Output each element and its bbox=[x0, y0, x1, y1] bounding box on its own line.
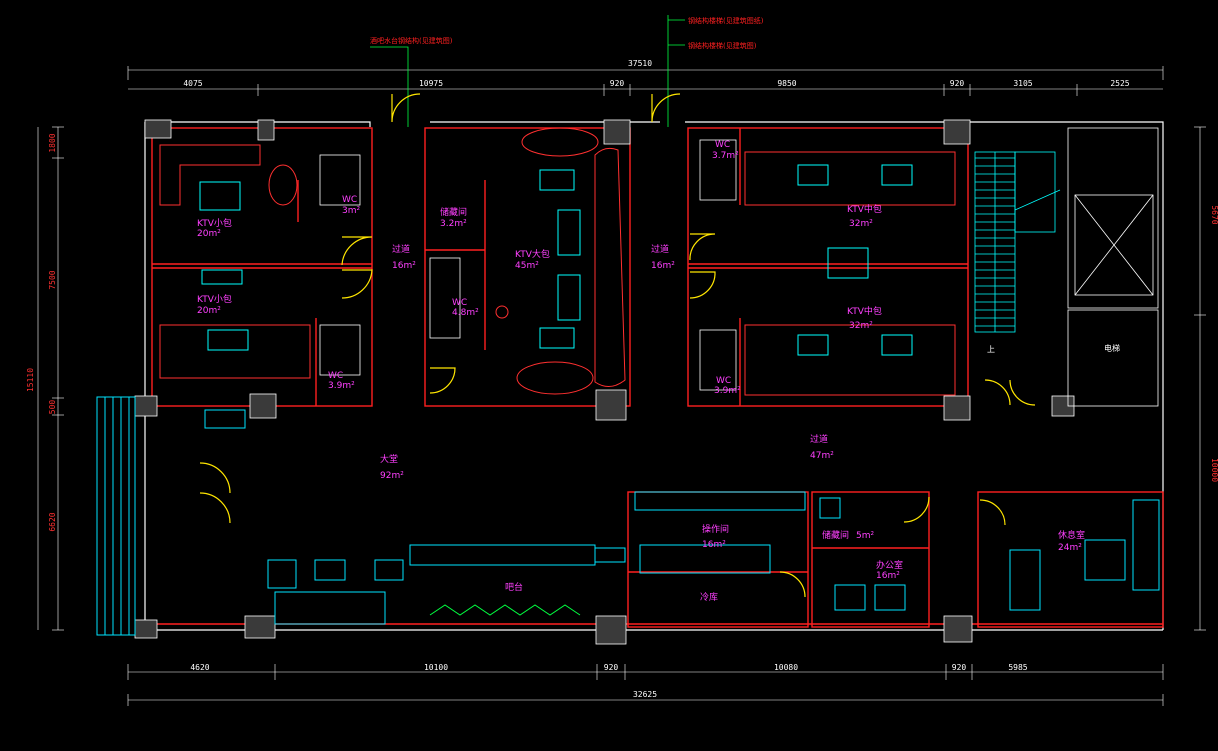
room-ktv-small-1: KTV小包 bbox=[197, 217, 232, 229]
room-ktv-small-2-area: 20m² bbox=[197, 306, 221, 316]
room-wc2-area: 3.9m² bbox=[328, 381, 355, 391]
structural-columns bbox=[134, 119, 1075, 645]
dim-left-total: 15110 bbox=[26, 368, 35, 392]
dim-left-4: 6620 bbox=[48, 512, 57, 531]
room-kitchen-area: 16m² bbox=[702, 540, 726, 550]
room-bar: 吧台 bbox=[505, 581, 523, 593]
room-corridor-1-area: 16m² bbox=[392, 261, 416, 271]
note-right-2: 钢结构楼梯(见建筑图) bbox=[688, 41, 757, 50]
note-right-1: 钢结构楼梯(见建筑图纸) bbox=[688, 16, 764, 25]
room-corridor-2-area: 16m² bbox=[651, 261, 675, 271]
room-lounge: 休息室 bbox=[1058, 529, 1085, 541]
dim-top-7: 2525 bbox=[1110, 79, 1129, 88]
dim-bottom-1: 4620 bbox=[190, 663, 209, 672]
room-kitchen: 操作间 bbox=[702, 523, 729, 535]
door-swings bbox=[199, 93, 1036, 598]
dim-top-4: 9850 bbox=[777, 79, 796, 88]
room-elevator: 电梯 bbox=[1104, 343, 1120, 353]
dim-bottom-2: 10100 bbox=[424, 663, 448, 672]
stair bbox=[974, 151, 1061, 333]
room-wc1-area: 3m² bbox=[342, 206, 360, 216]
note-left: 酒吧水台钢结构(见建筑图) bbox=[370, 36, 453, 45]
room-wc2: WC bbox=[328, 371, 343, 381]
dim-top-total: 37510 bbox=[628, 59, 652, 68]
room-ktv-large-area: 45m² bbox=[515, 261, 539, 271]
room-wc3-area: 4.8m² bbox=[452, 308, 479, 318]
ktv-tables bbox=[199, 164, 913, 356]
dim-bottom-5: 920 bbox=[952, 663, 967, 672]
room-ktv-mid-2-area: 32m² bbox=[849, 321, 873, 331]
room-ktv-mid-2: KTV中包 bbox=[847, 305, 882, 317]
dim-right-2: 10000 bbox=[1210, 458, 1218, 482]
dim-left-1: 1800 bbox=[48, 133, 57, 152]
room-storage-area: 3.2m² bbox=[440, 219, 467, 229]
room-ktv-mid-1-area: 32m² bbox=[849, 219, 873, 229]
room-office-area: 16m² bbox=[876, 571, 900, 581]
dim-right-1: 5670 bbox=[1210, 205, 1218, 224]
room-corridor-3-area: 47m² bbox=[810, 451, 834, 461]
dimension-text: 37510 4075 10975 920 9850 920 3105 2525 … bbox=[26, 59, 1218, 699]
room-hall: 大堂 bbox=[380, 453, 398, 465]
elevator-shaft bbox=[1067, 127, 1159, 407]
room-ktv-mid-1: KTV中包 bbox=[847, 203, 882, 215]
ktv-round-tables bbox=[268, 127, 599, 395]
leader-lines bbox=[370, 15, 685, 127]
room-wc3: WC bbox=[452, 298, 467, 308]
dimension-lines bbox=[37, 66, 1206, 706]
dim-top-3: 920 bbox=[610, 79, 625, 88]
dim-top-6: 3105 bbox=[1013, 79, 1032, 88]
room-wc5-area: 3.9m² bbox=[714, 386, 741, 396]
room-corridor-3: 过道 bbox=[810, 433, 828, 445]
room-wc4-area: 3.7m² bbox=[712, 151, 739, 161]
room-hall-area: 92m² bbox=[380, 471, 404, 481]
room-storage: 储藏间 bbox=[440, 206, 467, 218]
room-storage-2-area: 5m² bbox=[856, 531, 874, 541]
room-storage-2: 储藏间 bbox=[822, 529, 849, 541]
bar-counter bbox=[204, 409, 806, 625]
room-corridor-2: 过道 bbox=[651, 243, 669, 255]
room-corridor-1: 过道 bbox=[392, 243, 410, 255]
room-ktv-large: KTV大包 bbox=[515, 248, 550, 260]
dim-bottom-total: 32625 bbox=[633, 690, 657, 699]
wc-fixtures bbox=[319, 139, 737, 391]
dim-top-2: 10975 bbox=[419, 79, 443, 88]
room-ktv-small-1-area: 20m² bbox=[197, 229, 221, 239]
room-office: 办公室 bbox=[876, 559, 903, 571]
room-wc4: WC bbox=[715, 140, 730, 150]
annotation-notes: 酒吧水台钢结构(见建筑图) 钢结构楼梯(见建筑图纸) 钢结构楼梯(见建筑图) bbox=[370, 16, 764, 50]
room-ktv-small-2: KTV小包 bbox=[197, 293, 232, 305]
room-wc1: WC bbox=[342, 195, 357, 205]
ktv-sofas bbox=[159, 144, 956, 396]
dim-bottom-4: 10080 bbox=[774, 663, 798, 672]
room-stair: 上 bbox=[987, 345, 995, 354]
entrance-steps bbox=[96, 396, 136, 636]
dim-top-5: 920 bbox=[950, 79, 965, 88]
room-wc5: WC bbox=[716, 376, 731, 386]
lounge-furniture bbox=[639, 497, 1160, 611]
room-cold-room: 冷库 bbox=[700, 591, 718, 603]
dim-bottom-6: 5985 bbox=[1008, 663, 1027, 672]
dim-left-3: 500 bbox=[48, 400, 57, 415]
room-lounge-area: 24m² bbox=[1058, 543, 1082, 553]
dim-left-2: 7500 bbox=[48, 270, 57, 289]
dim-bottom-3: 920 bbox=[604, 663, 619, 672]
dim-top-1: 4075 bbox=[183, 79, 202, 88]
room-labels: KTV小包 20m² KTV小包 20m² WC 3m² WC 3.9m² 过道… bbox=[197, 140, 1120, 603]
